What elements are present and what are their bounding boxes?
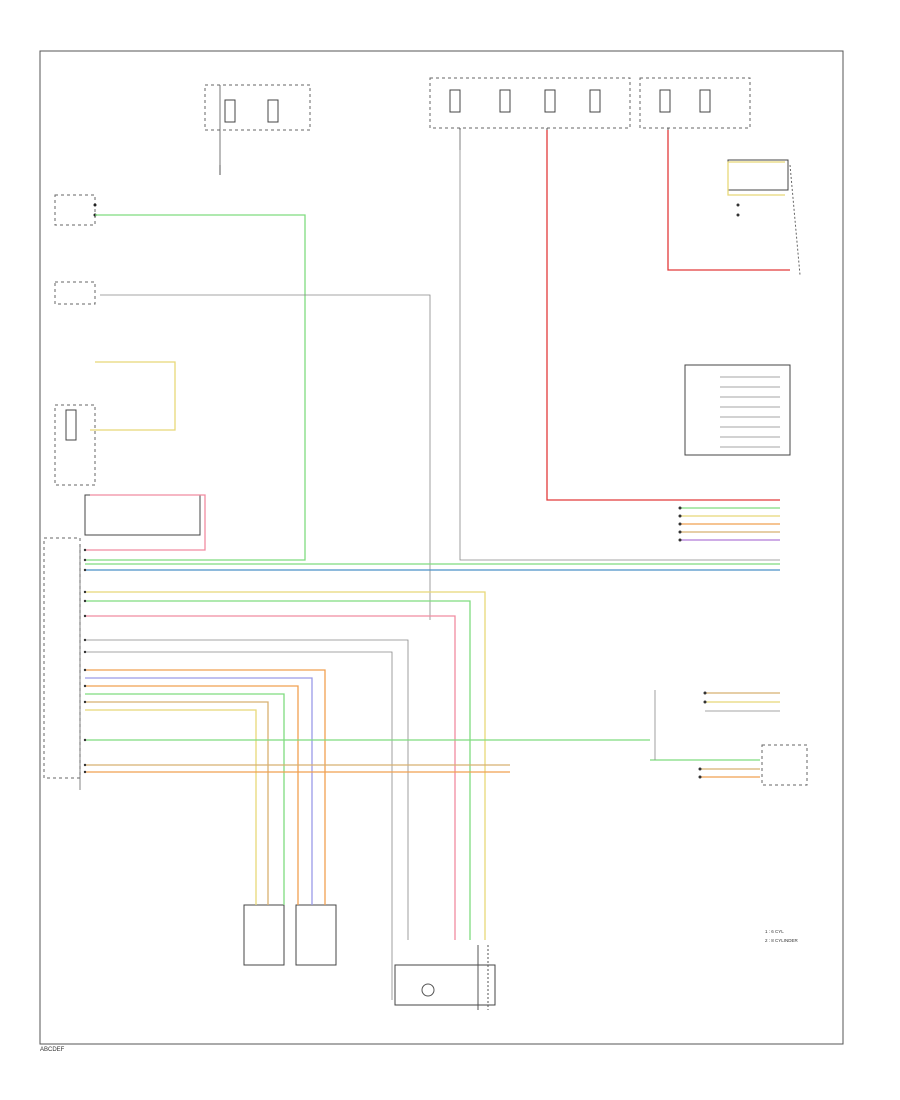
right-module-bottom — [761, 744, 808, 786]
left-pin-dots — [83, 548, 87, 774]
wire-gray-v2 — [85, 651, 393, 1000]
right-pin-dots — [678, 203, 740, 779]
left-switch — [54, 281, 96, 305]
diagram-frame — [39, 50, 844, 1045]
left-sensor-top — [54, 194, 97, 226]
fuse-block-left — [204, 84, 311, 175]
wire-yellow-v — [85, 591, 486, 940]
left-module — [54, 404, 96, 486]
right-connector-stack — [684, 364, 791, 456]
wire-green-v3 — [85, 693, 285, 905]
wire-red-right — [667, 130, 790, 271]
wire-gray-switch — [100, 294, 431, 620]
wire-green-top — [85, 214, 306, 561]
bottom-pins — [477, 945, 489, 1010]
bottom-center-module — [394, 964, 496, 1006]
wire-set — [85, 130, 790, 1000]
fuse-block-right — [639, 77, 751, 150]
legend: 1 : 6 CYL 2 : 8 CYLINDER — [765, 929, 799, 943]
page-id: ABCDEF — [40, 1047, 65, 1053]
wire-yellow-relay — [727, 161, 785, 196]
wire-pink-brake — [85, 494, 206, 551]
brake-lamp-switch — [84, 494, 201, 536]
wire-gray-v1 — [85, 639, 409, 940]
wire-red-center — [546, 130, 780, 501]
legend-item-1: 1 : 6 CYL — [765, 929, 784, 934]
bottom-left-modules — [243, 904, 337, 966]
wire-orange-v — [85, 669, 326, 905]
wire-tan-v — [85, 701, 269, 905]
wire-orange-v2 — [85, 685, 299, 905]
right-top-relay — [727, 159, 801, 276]
main-control-module — [43, 537, 81, 790]
wire-violet-v — [85, 677, 313, 905]
wire-gray-center — [459, 130, 780, 561]
right-pin-stack — [720, 376, 780, 448]
wire-yellow-loop — [90, 361, 176, 431]
wire-yellow-v2 — [85, 709, 257, 905]
wire-pink-v — [85, 615, 456, 940]
legend-item-2: 2 : 8 CYLINDER — [765, 938, 799, 943]
wire-green-v — [85, 600, 471, 940]
